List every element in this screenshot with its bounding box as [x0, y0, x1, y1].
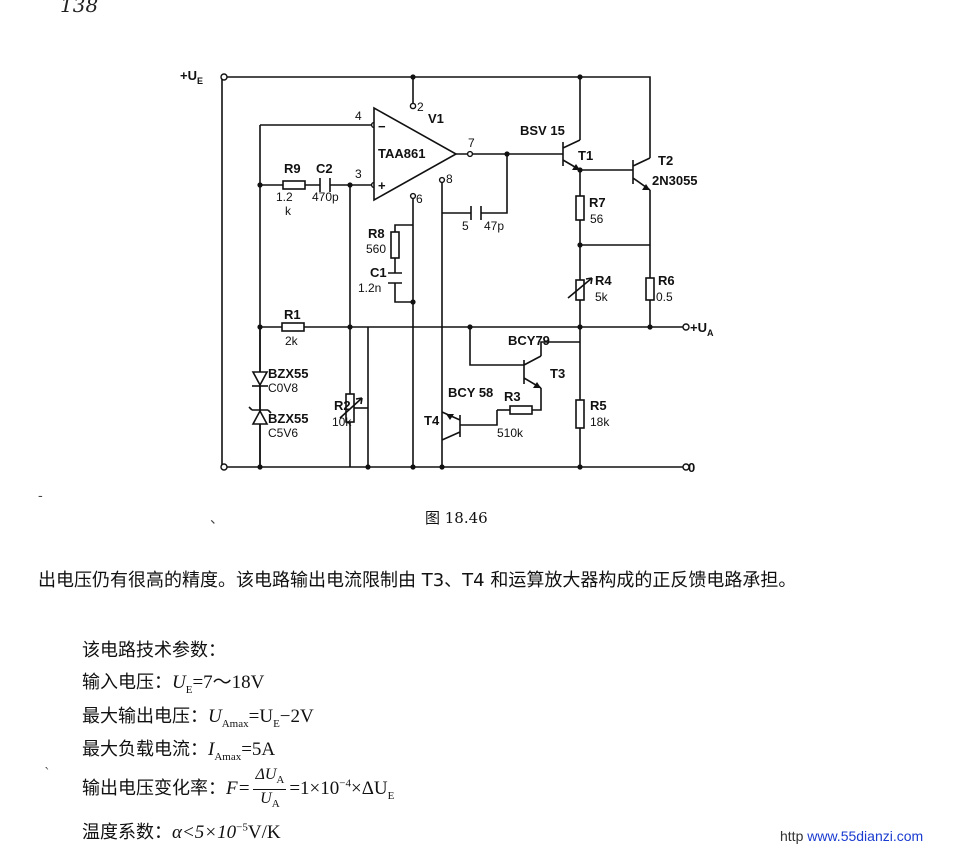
- svg-text:R6: R6: [658, 273, 675, 288]
- svg-text:7: 7: [468, 136, 475, 150]
- svg-text:T2: T2: [658, 153, 673, 168]
- svg-text:510k: 510k: [497, 426, 524, 440]
- svg-text:R3: R3: [504, 389, 521, 404]
- svg-text:BZX55: BZX55: [268, 411, 308, 426]
- svg-text:10k: 10k: [332, 415, 352, 429]
- zener-d2: [251, 409, 269, 425]
- svg-text:1.2n: 1.2n: [358, 281, 381, 295]
- svg-text:C5V6: C5V6: [268, 426, 298, 440]
- param-temperature-coefficient: 温度系数：α<5×10−5V/K: [82, 821, 281, 843]
- resistor-r6: [645, 277, 655, 301]
- zener-diodes: [248, 371, 272, 425]
- pot-arrow-r4: [567, 277, 593, 299]
- capacitor-47p: [470, 206, 482, 220]
- params-title: 该电路技术参数：: [82, 640, 226, 661]
- circuit-labels: +UE +UA 0 TAA861 V1 2 3 4 5 6 7 8 − + R9…: [180, 68, 714, 475]
- svg-text:2: 2: [417, 100, 424, 114]
- svg-text:R7: R7: [589, 195, 606, 210]
- opamp-taa861: [373, 106, 458, 202]
- svg-text:56: 56: [590, 212, 604, 226]
- svg-text:+: +: [378, 178, 386, 193]
- svg-text:2k: 2k: [285, 334, 299, 348]
- svg-text:+UA: +UA: [690, 320, 714, 338]
- svg-text:560: 560: [366, 242, 386, 256]
- capacitor-c1: [388, 272, 402, 284]
- svg-text:BZX55: BZX55: [268, 366, 308, 381]
- svg-text:R9: R9: [284, 161, 301, 176]
- page-number: 138: [60, 0, 99, 17]
- svg-text:R2: R2: [334, 398, 351, 413]
- svg-text:−: −: [378, 119, 386, 134]
- svg-text:TAA861: TAA861: [378, 146, 425, 161]
- svg-text:18k: 18k: [590, 415, 610, 429]
- resistor-r7: [575, 195, 585, 221]
- param-max-output-voltage: 最大输出电压：UAmax=UE−2V: [82, 706, 314, 730]
- svg-text:R5: R5: [590, 398, 607, 413]
- param-input-voltage: 输入电压：UE=7～18V: [82, 672, 265, 696]
- resistor-r1: [281, 322, 305, 332]
- svg-text:4: 4: [355, 109, 362, 123]
- pot-arrow-r2: [339, 397, 363, 419]
- svg-text:R1: R1: [284, 307, 301, 322]
- circuit-diagram: +UE +UA 0 TAA861 V1 2 3 4 5 6 7 8 − + R9…: [180, 68, 714, 475]
- svg-text:R4: R4: [595, 273, 612, 288]
- svg-text:BCY 58: BCY 58: [448, 385, 493, 400]
- svg-text:6: 6: [416, 192, 423, 206]
- svg-text:C1: C1: [370, 265, 387, 280]
- transistor-t3: [523, 355, 542, 389]
- svg-text:C0V8: C0V8: [268, 381, 298, 395]
- transistors: [441, 139, 651, 441]
- transistor-t2: [632, 157, 651, 191]
- resistor-r9: [282, 180, 306, 190]
- body-paragraph: 出电压仍有很高的精度。该电路输出电流限制由 T3、T4 和运算放大器构成的正反馈…: [38, 570, 797, 591]
- resistor-r3: [509, 405, 533, 415]
- zener-d1: [251, 371, 269, 387]
- svg-text:+UE: +UE: [180, 68, 203, 86]
- svg-text:0: 0: [688, 460, 695, 475]
- svg-text:R8: R8: [368, 226, 385, 241]
- resistor-r8: [390, 231, 400, 259]
- svg-text:T1: T1: [578, 148, 593, 163]
- svg-text:V1: V1: [428, 111, 444, 126]
- svg-text:5: 5: [462, 219, 469, 233]
- svg-text:5k: 5k: [595, 290, 609, 304]
- capacitors: [319, 178, 482, 284]
- wires: [221, 76, 683, 468]
- svg-text:C2: C2: [316, 161, 333, 176]
- svg-text:T4: T4: [424, 413, 440, 428]
- watermark: http www.55dianzi.com: [780, 828, 924, 844]
- svg-text:8: 8: [446, 172, 453, 186]
- svg-text:3: 3: [355, 167, 362, 181]
- junctions: [257, 74, 653, 470]
- resistor-r4: [575, 279, 585, 301]
- svg-text:BSV 15: BSV 15: [520, 123, 565, 138]
- resistor-r5: [575, 399, 585, 429]
- svg-text:k: k: [285, 204, 292, 218]
- svg-text:2N3055: 2N3055: [652, 173, 698, 188]
- svg-text:1.2: 1.2: [276, 190, 293, 204]
- param-max-load-current: 最大负载电流：IAmax=5A: [82, 739, 276, 763]
- svg-text:47p: 47p: [484, 219, 504, 233]
- capacitor-c2: [319, 178, 331, 192]
- svg-text:T3: T3: [550, 366, 565, 381]
- figure-caption: 图 18.46: [425, 509, 488, 527]
- svg-text:BCY79: BCY79: [508, 333, 550, 348]
- svg-text:0.5: 0.5: [656, 290, 673, 304]
- svg-text:470p: 470p: [312, 190, 339, 204]
